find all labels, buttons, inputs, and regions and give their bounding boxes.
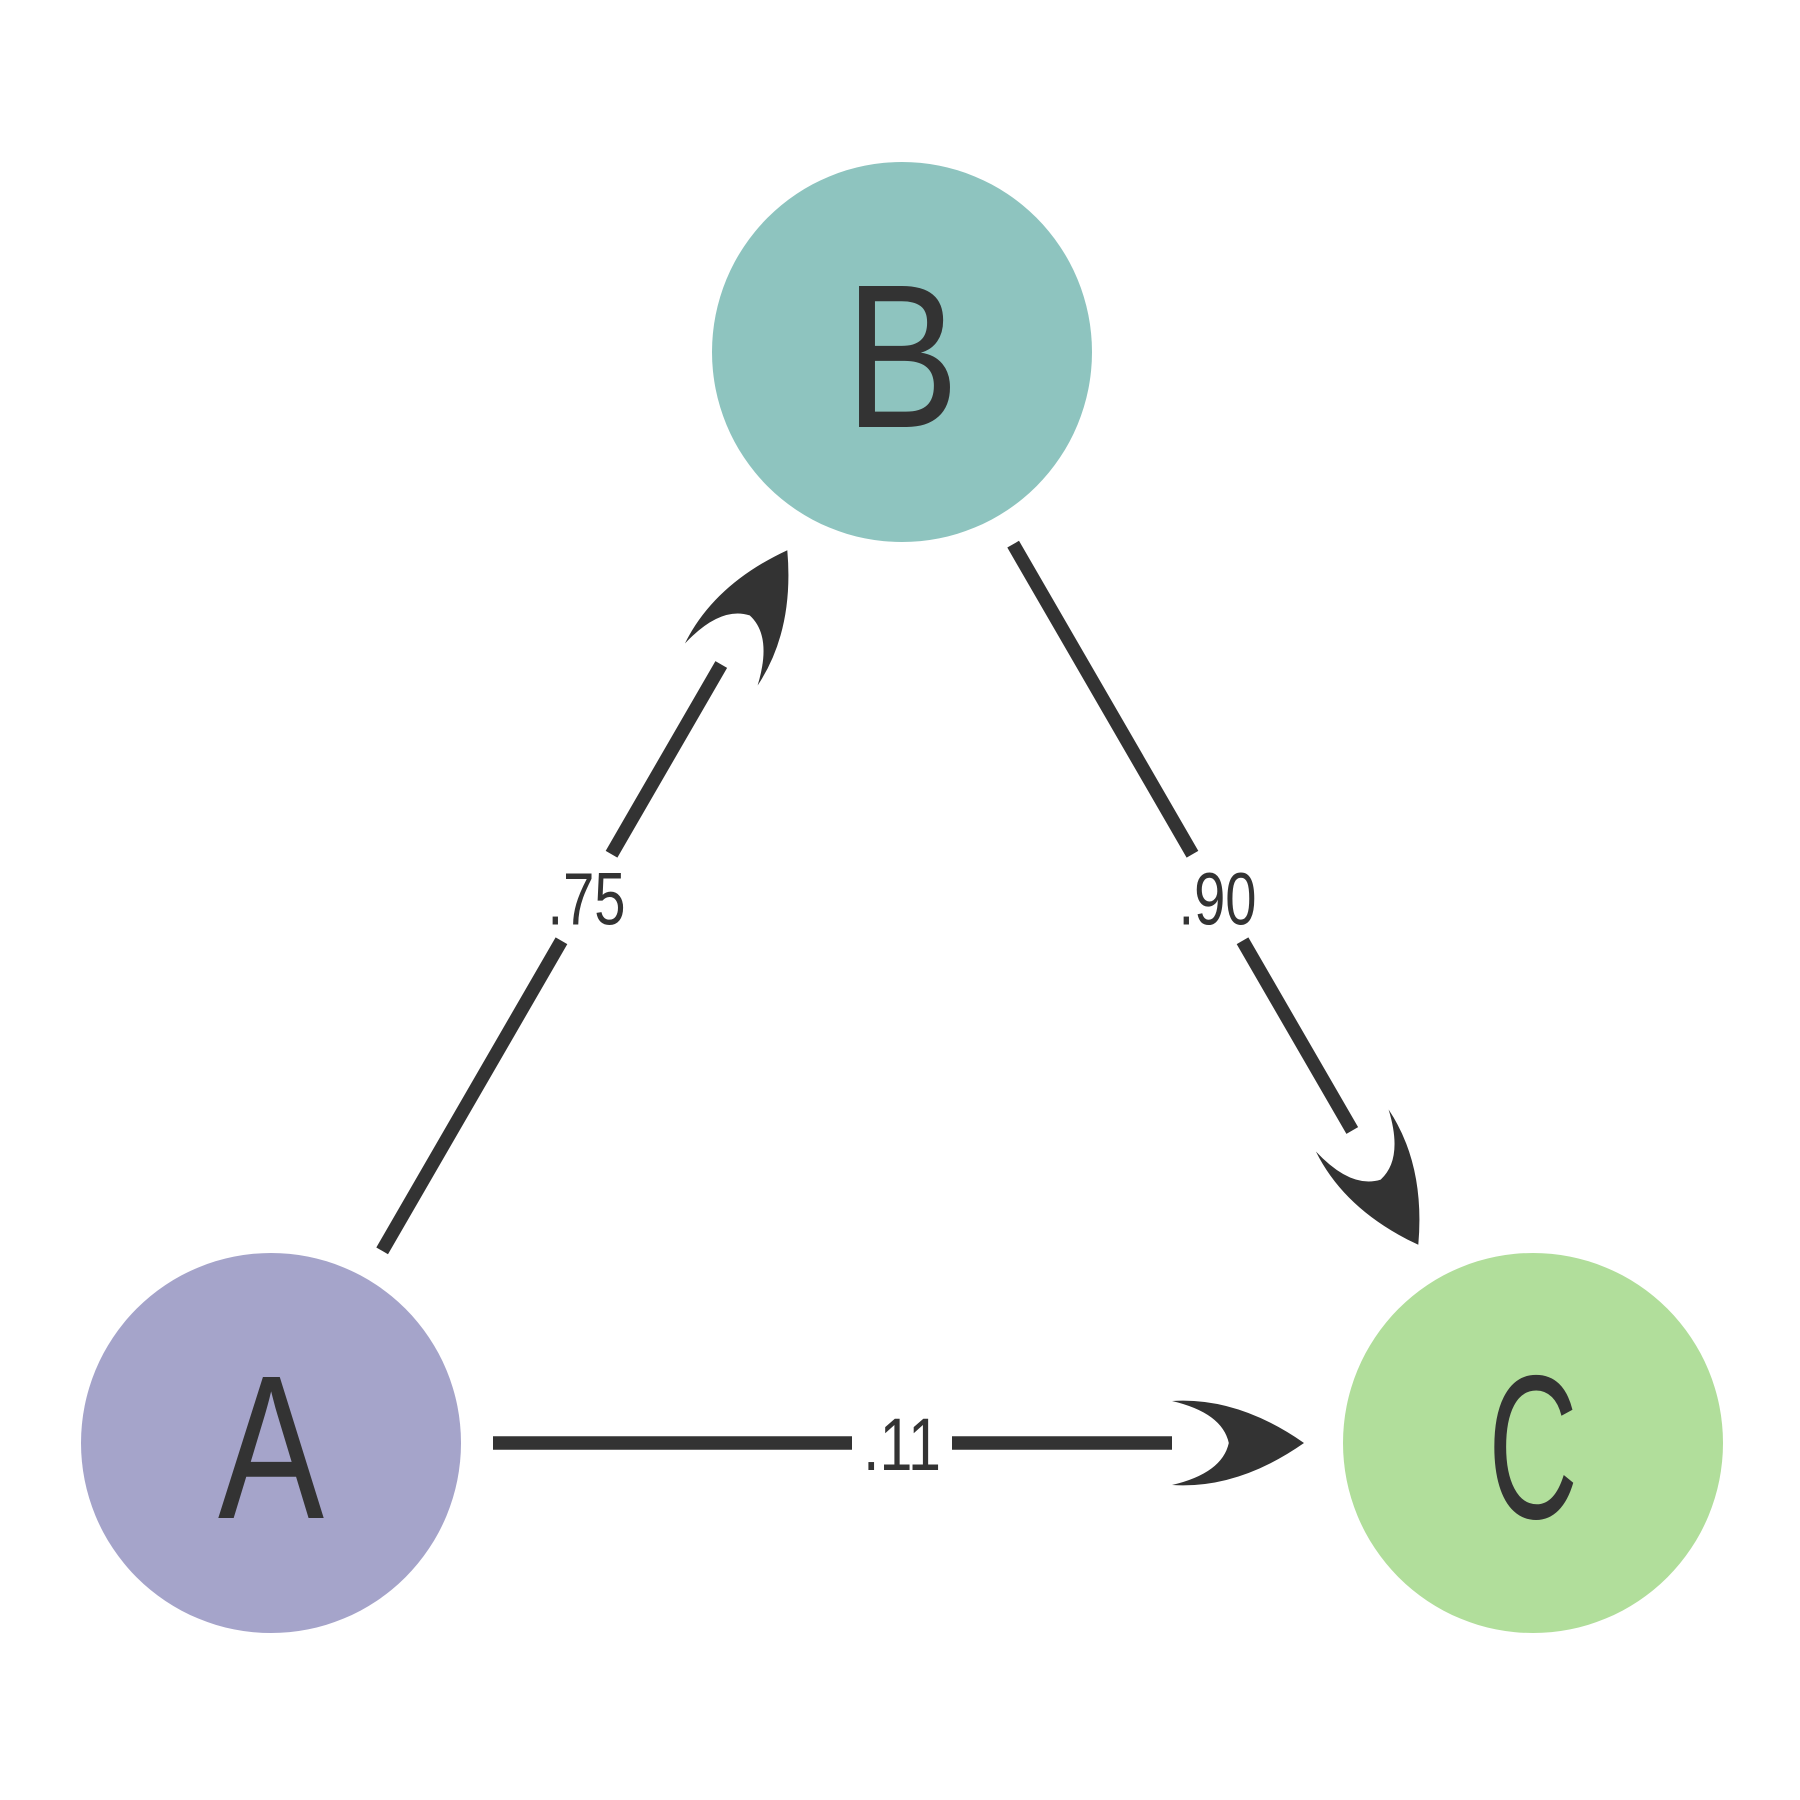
edge-B-C: .90 [1007, 540, 1420, 1245]
node-circle-B [712, 162, 1092, 542]
edge-B-C-shaft-segment [1236, 937, 1359, 1134]
node-label-C: C [1488, 1333, 1578, 1562]
edge-B-C-weight-label: .90 [1179, 858, 1257, 941]
node-C: C [1343, 1253, 1723, 1633]
arrowhead-icon-B-C [1315, 1109, 1420, 1245]
edge-A-B-shaft-segment [605, 661, 728, 858]
arrowhead-icon-A-C [1172, 1400, 1304, 1486]
node-B: B [712, 162, 1092, 542]
edge-A-B-shaft-segment [376, 937, 568, 1255]
node-circle-C [1343, 1253, 1723, 1633]
edge-A-B: .75 [376, 550, 789, 1255]
edge-A-B-weight-label: .75 [548, 858, 626, 941]
edge-A-C: .11 [493, 1400, 1304, 1486]
edge-B-C-shaft-segment [1007, 540, 1199, 858]
node-label-A: A [218, 1333, 324, 1562]
node-A: A [81, 1253, 461, 1633]
node-label-B: B [845, 242, 959, 471]
edge-A-C-weight-label: .11 [863, 1403, 941, 1486]
node-circle-A [81, 1253, 461, 1633]
arrowhead-icon-A-B [684, 550, 789, 686]
